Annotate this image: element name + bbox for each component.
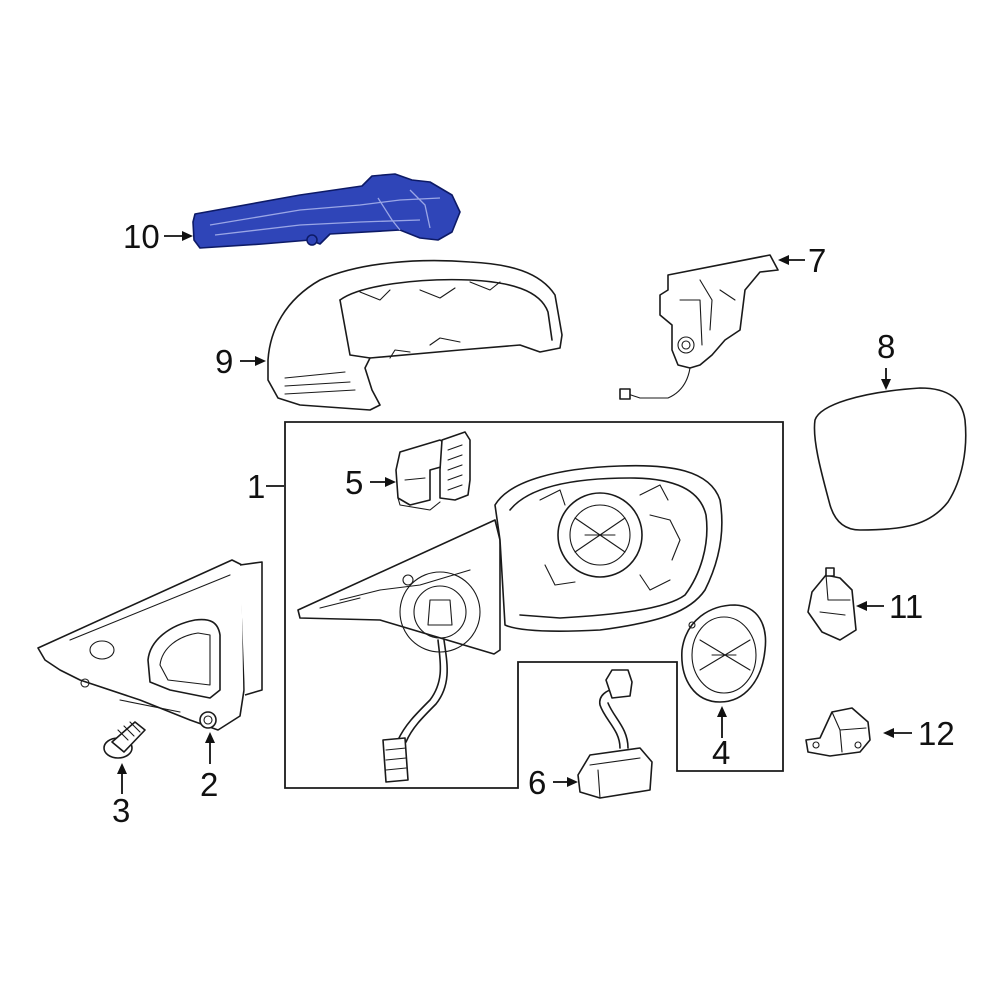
callout-2[interactable]: 2: [200, 766, 218, 803]
callout-5[interactable]: 5: [345, 464, 363, 501]
part-9-mirror-cover[interactable]: [267, 259, 563, 411]
part-2-mirror-base[interactable]: [37, 559, 263, 731]
part-11-connector[interactable]: [807, 567, 857, 641]
part-5-motor[interactable]: [395, 431, 471, 511]
callout-6[interactable]: 6: [528, 764, 546, 801]
callout-10[interactable]: 10: [123, 218, 160, 255]
part-3-screw[interactable]: [103, 721, 146, 759]
part-6-control-module[interactable]: [577, 669, 653, 799]
callout-9[interactable]: 9: [215, 343, 233, 380]
part-10-turn-signal-lamp[interactable]: [192, 173, 461, 249]
part-7-bracket[interactable]: [619, 254, 779, 400]
callout-7[interactable]: 7: [808, 242, 826, 279]
part-4-actuator[interactable]: [681, 604, 767, 703]
callout-8[interactable]: 8: [877, 328, 895, 365]
part-1-mirror-housing[interactable]: [297, 464, 723, 783]
callout-1[interactable]: 1: [247, 468, 265, 505]
callout-11[interactable]: 11: [889, 588, 923, 625]
callout-3[interactable]: 3: [112, 792, 130, 829]
callout-labels: 10 9 7 8 1 5 11 12 4 2 3 6: [112, 218, 955, 829]
assembly-box-1: [284, 421, 784, 789]
part-12-sensor[interactable]: [805, 707, 871, 757]
part-8-mirror-glass[interactable]: [813, 387, 967, 531]
callout-12[interactable]: 12: [918, 715, 955, 752]
callout-4[interactable]: 4: [712, 734, 730, 771]
callout-leaders: [117, 231, 912, 794]
